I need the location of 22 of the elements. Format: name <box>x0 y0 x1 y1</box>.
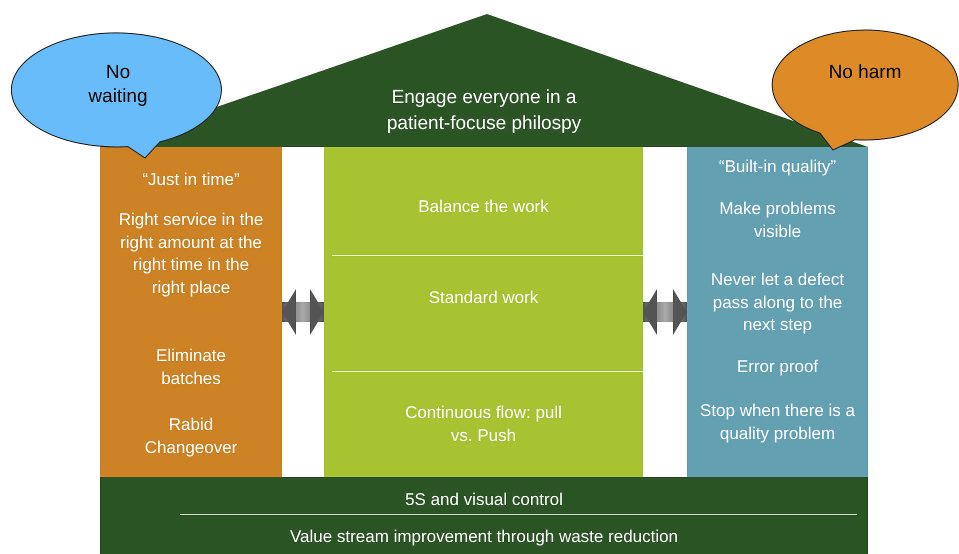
pillar-panel <box>687 147 868 477</box>
pillar-text: Rabid Changeover <box>144 414 238 458</box>
pillar-text: Balance the work <box>417 196 550 218</box>
pillar-text: Standard work <box>428 287 540 309</box>
foundation-band <box>100 477 868 554</box>
bubble-text: No harm <box>828 61 902 85</box>
roof-text: Engage everyone in a patient-focuse philospy <box>386 86 582 136</box>
pillar-text: Right service in the right amount at the right time in the right place <box>118 209 264 298</box>
pillar-text: Stop when there is a quality problem <box>699 400 856 444</box>
pillar-panel <box>100 147 282 477</box>
foundation-text: 5S and visual control <box>404 489 564 511</box>
pillar-text: Continuous flow: pull vs. Push <box>404 402 563 446</box>
bubble-text: No waiting <box>87 61 149 109</box>
double-arrow <box>643 289 687 335</box>
double-arrow <box>282 289 324 335</box>
pillar-text: “Just in time” <box>141 169 241 191</box>
pillar-text: Make problems visible <box>718 198 837 242</box>
pillar-text: Eliminate batches <box>155 345 227 390</box>
foundation-text: Value stream improvement through waste reduction <box>288 526 680 548</box>
pillar-text: Never let a defect pass along to the next step <box>710 269 846 336</box>
pillar-text: “Built-in quality” <box>718 156 838 178</box>
pillar-text: Error proof <box>736 356 820 378</box>
